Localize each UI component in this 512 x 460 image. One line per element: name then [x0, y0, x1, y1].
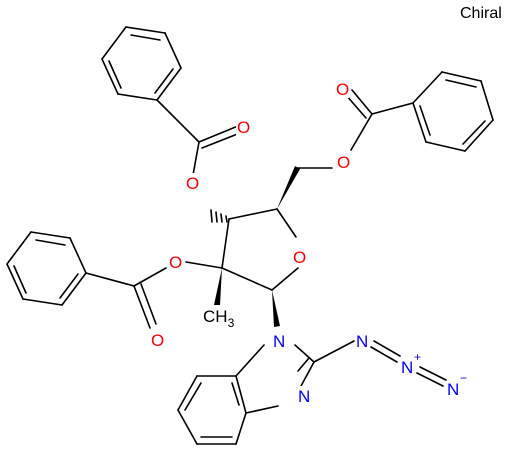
bond-carbonyl-o-top-right — [351, 89, 373, 115]
wedge-bond-c1-n — [272, 290, 280, 327]
methyl-label: CH3 — [203, 307, 235, 330]
benzene-ring-left — [6, 231, 87, 306]
azide-minus-charge: − — [460, 371, 467, 385]
atom-azide-n1: N — [356, 332, 368, 351]
wedge-bond-c4-ch2 — [277, 166, 300, 209]
atom-azide-n2: N — [401, 358, 413, 377]
furanose-ring — [221, 208, 299, 291]
atom-o-carbonyl-left: O — [151, 331, 164, 350]
bond-ring1-carbonyl — [156, 99, 200, 143]
bond-carbonyl-ester-o3 — [133, 267, 167, 287]
bond-carbonyl-ester-o2 — [350, 113, 373, 151]
atom-o-ester-c5: O — [337, 153, 350, 172]
bond-azide-1 — [373, 340, 401, 357]
bond-azide-2 — [419, 366, 447, 381]
azide-plus-charge: + — [414, 350, 421, 364]
bond-c2-o — [185, 261, 223, 269]
bond-c2-azide — [313, 340, 355, 363]
bond-carbonyl-o-left — [133, 285, 151, 329]
bond-carbonyl-o-top — [198, 125, 239, 143]
atom-n3: N — [298, 387, 310, 406]
benzene-ring-top-right — [412, 71, 494, 152]
atom-o-ester-c2: O — [169, 253, 182, 272]
benzimidazole-ring — [177, 344, 315, 445]
atom-o-ester-c3: O — [186, 174, 199, 193]
benzene-ring-top-left — [101, 26, 182, 101]
atom-o-carbonyl-top-right: O — [336, 80, 349, 99]
bond-ring2-carbonyl — [371, 102, 414, 115]
hashed-bond-c3-o — [210, 209, 228, 223]
atom-n1: N — [273, 332, 285, 351]
atom-azide-n3: N — [447, 380, 459, 399]
atom-o-ring: O — [293, 248, 306, 267]
chiral-label: Chiral — [460, 5, 502, 22]
wedge-bond-c2-methyl — [214, 268, 222, 305]
bond-carbonyl-ester-o1 — [192, 141, 200, 176]
bond-ring3-carbonyl — [85, 272, 135, 287]
atom-o-carbonyl-top: O — [237, 118, 250, 137]
